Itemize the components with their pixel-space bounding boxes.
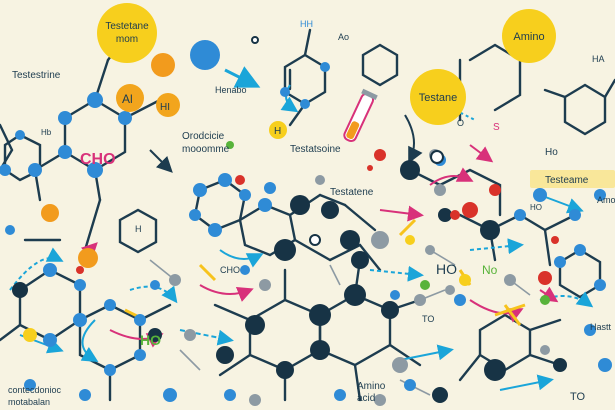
ho-green-label: HO (140, 332, 161, 348)
cho-small-label: CHO (220, 265, 240, 275)
labels: Testestrine Henabo Orodcicie mooomme Tes… (8, 19, 615, 407)
to-bottom-label: TO (570, 391, 586, 403)
ring-cl (118, 208, 158, 254)
s-small-label: S (493, 122, 500, 133)
ring-left-edge (3, 133, 42, 182)
cho-pink-label: CHO (80, 151, 116, 168)
bubble-top-left: Testetane mom (97, 3, 157, 63)
bottom-left-line2: motabalan (8, 397, 50, 407)
right-edge-top: Amo (597, 195, 615, 205)
ho-far-right-label: Ho (545, 147, 558, 158)
ring-top-right (361, 43, 399, 87)
ao-label: Ao (338, 32, 349, 42)
hh-label: HH (300, 19, 313, 29)
testatene-label: Testatene (330, 187, 374, 198)
no-green-label: No (482, 263, 498, 277)
o-small-label: O (457, 118, 464, 128)
testatsoine-label: Testatsoine (290, 144, 341, 155)
right-edge-bot: Hastt (590, 322, 612, 332)
hi-atom-label: HI (160, 102, 170, 113)
ring-bottom-center (248, 298, 322, 372)
bubble-top-right: Amino (502, 9, 556, 63)
testeame-label: Testeame (545, 175, 589, 186)
bubble-mid-right-label: Testane (419, 92, 458, 104)
h-atom-label: H (274, 126, 281, 137)
h-small-label: H (135, 224, 142, 234)
testeame-badge: Testeame (530, 170, 615, 188)
bubble-mid-right: Testane (410, 69, 466, 125)
atoms (0, 36, 612, 406)
test-tube-icon (343, 88, 378, 143)
ring-right (563, 83, 607, 136)
bubble-top-right-label: Amino (513, 31, 544, 43)
ho-mid-label: HO (436, 261, 457, 277)
highlight-bonds (124, 218, 526, 326)
bottom-left-line1: contecdonioc (8, 385, 62, 395)
al-atom-label: Al (122, 92, 133, 106)
amino-acid-line2: acid (357, 393, 375, 404)
bubble-top-left-line2: mom (116, 34, 138, 45)
bubble-top-left-line1: Testetane (105, 21, 149, 32)
ring-far-right (558, 248, 602, 299)
ring-bottom-right-2 (478, 313, 532, 372)
ho-right-label: HO (530, 203, 542, 212)
to-right-label: TO (422, 314, 434, 324)
amino-acid-line1: Amino (357, 381, 386, 392)
left-title: Testestrine (12, 70, 61, 81)
orodicine-line2: mooomme (182, 144, 230, 155)
arrows (9, 66, 594, 391)
henabo-label: Henabo (215, 85, 247, 95)
ha-top-right: HA (592, 54, 605, 64)
orodicine-line1: Orodcicie (182, 131, 225, 142)
hb-label: Hb (41, 128, 52, 137)
